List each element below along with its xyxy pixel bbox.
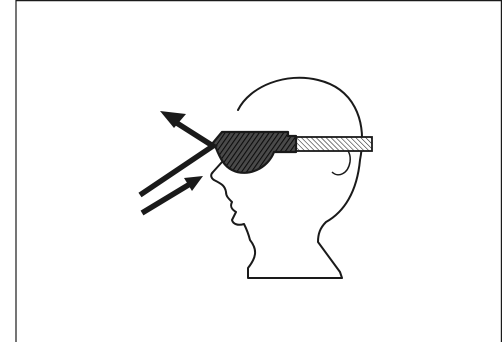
head-profile-icon	[211, 78, 362, 278]
incoming-ray-arrows-icon	[142, 176, 203, 213]
deflected-ray-arrow-icon	[140, 111, 213, 195]
goggle-strap	[288, 137, 372, 151]
